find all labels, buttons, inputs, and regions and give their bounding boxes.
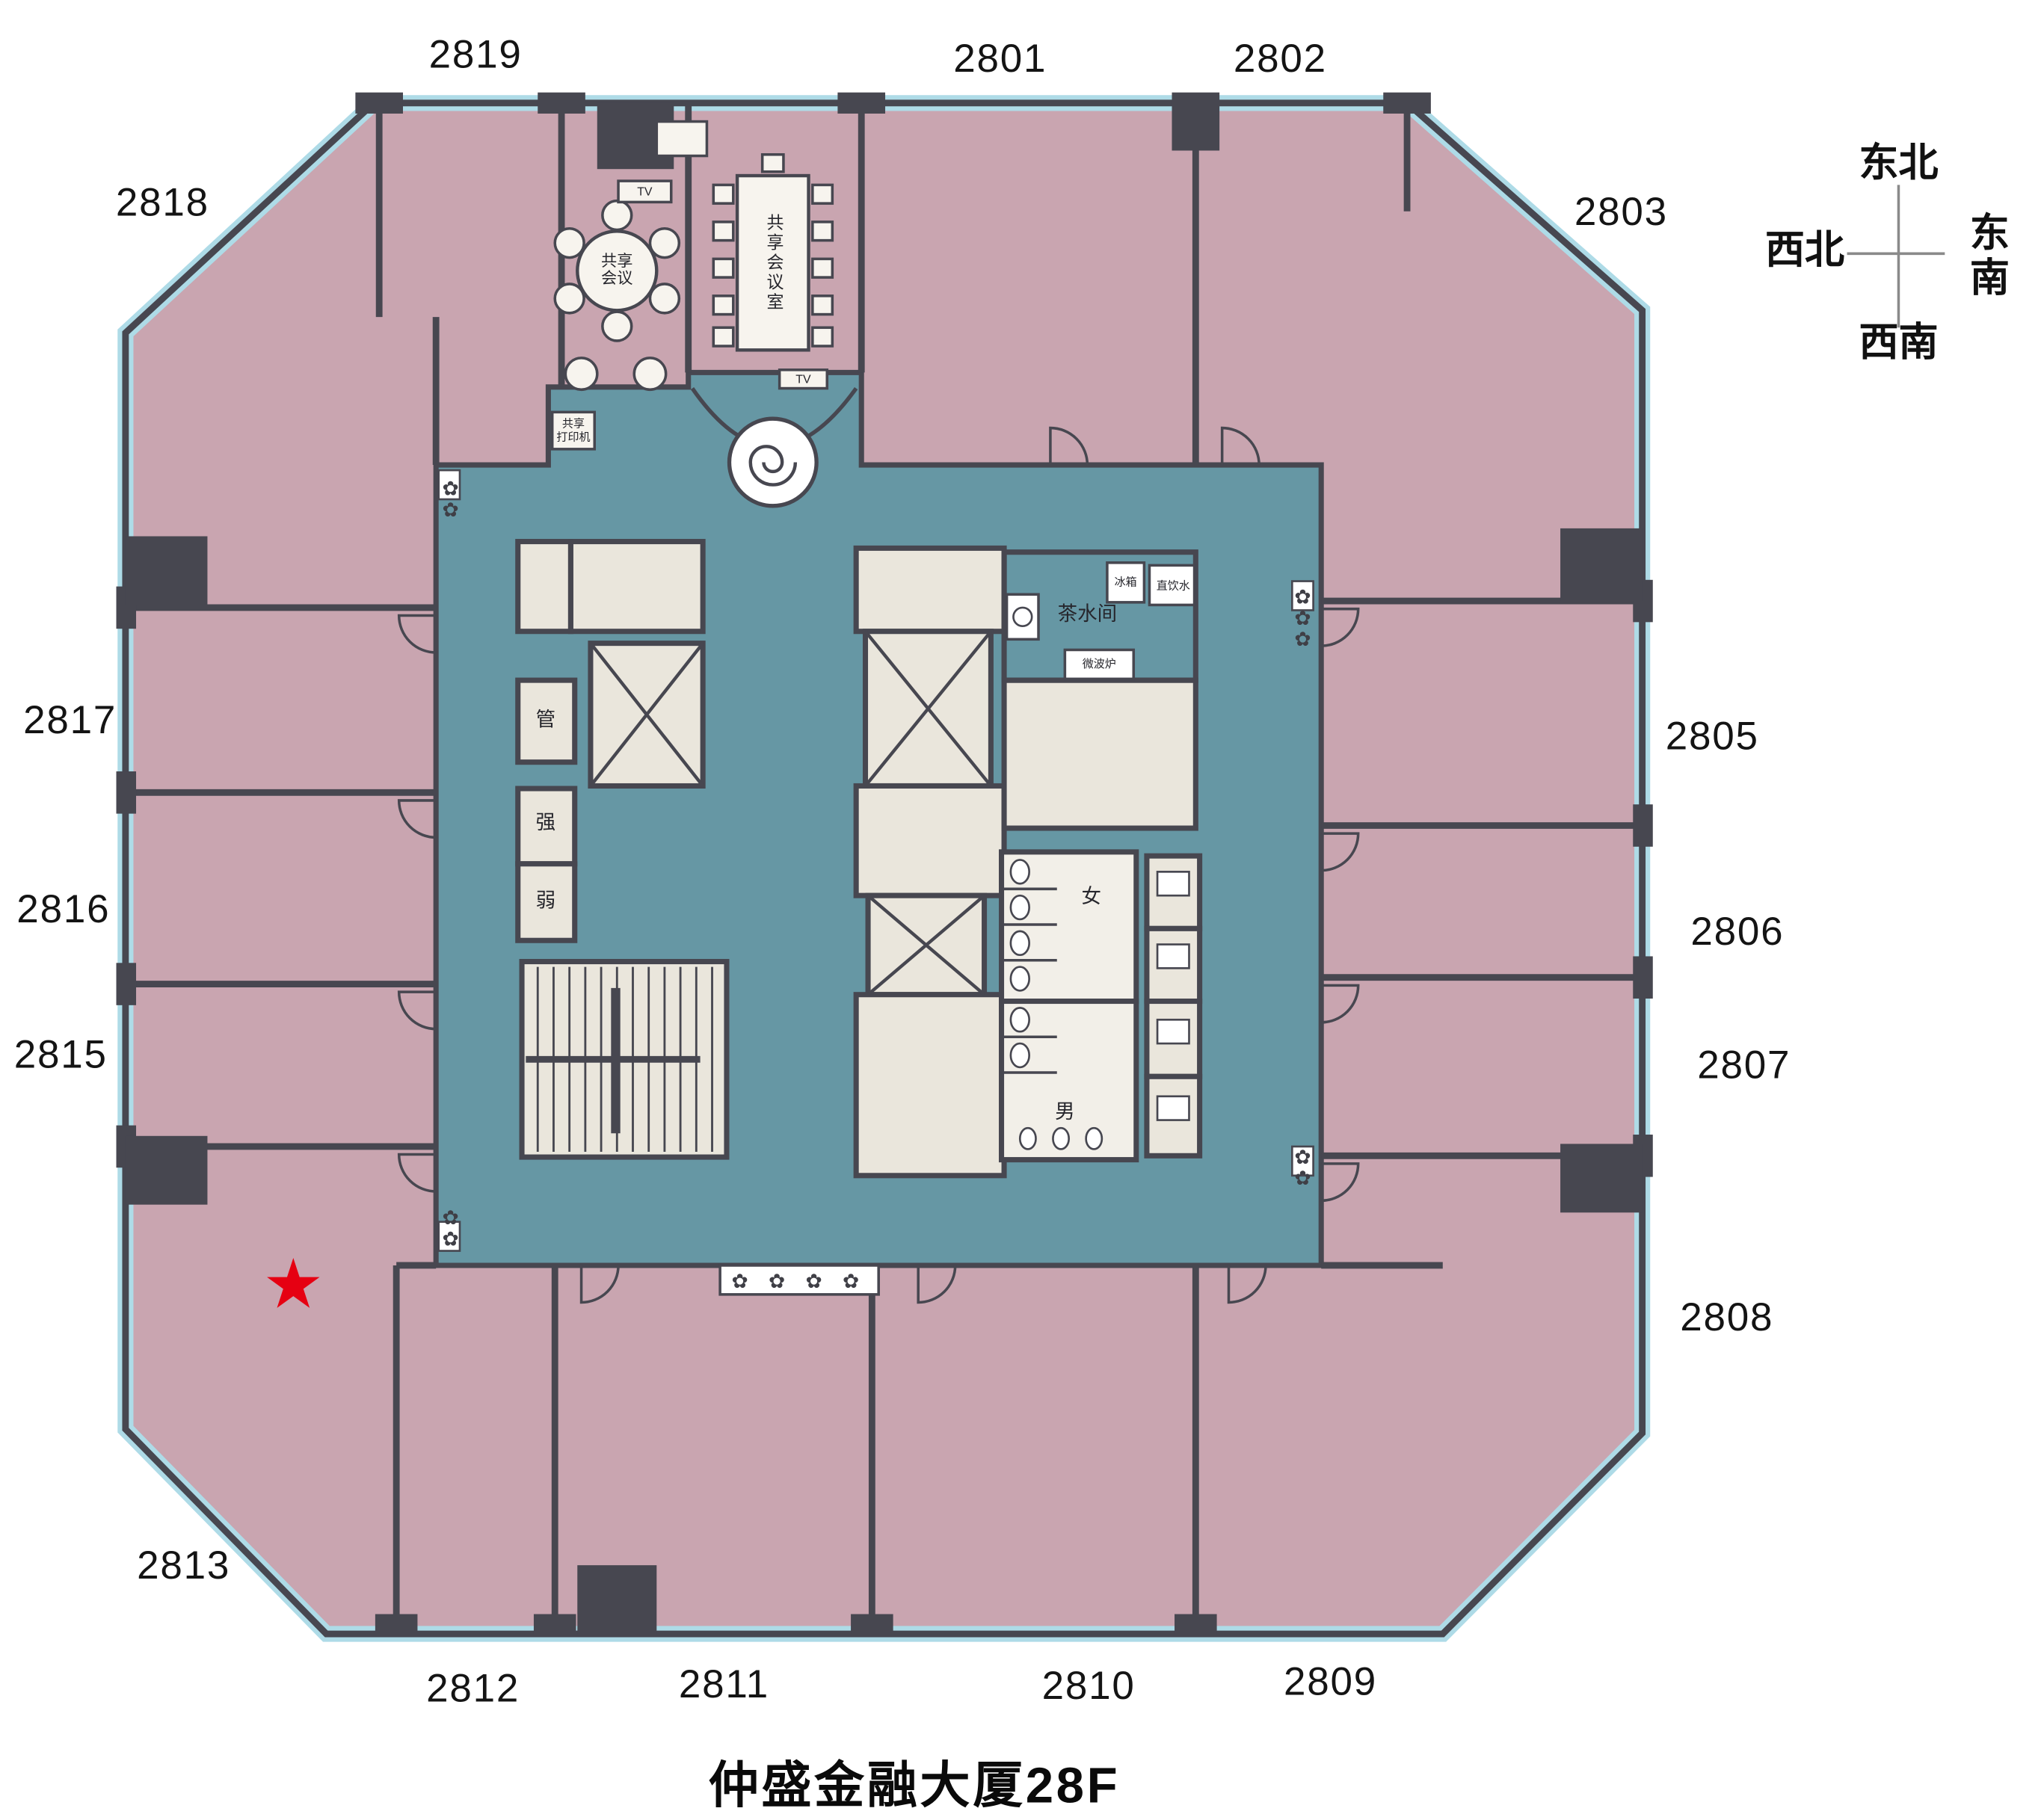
flower-icon: ✿	[1294, 586, 1311, 608]
restrooms	[999, 849, 1190, 1163]
room-label-2811: 2811	[678, 1663, 769, 1707]
room-label-2815: 2815	[13, 1033, 108, 1077]
entrance-feature	[690, 387, 858, 508]
room-label-2817: 2817	[23, 699, 117, 743]
duct-shaft-label: 管	[535, 709, 556, 732]
tv-cabinet-1	[617, 179, 673, 204]
conference-chairs	[712, 152, 834, 348]
fridge-label: 冰箱	[1114, 575, 1137, 588]
fridge	[1106, 561, 1146, 604]
room-label-2808: 2808	[1680, 1295, 1774, 1340]
core-left-block	[515, 539, 730, 1160]
spiral-icon	[748, 445, 798, 487]
conference-table	[735, 173, 810, 352]
room-label-2812: 2812	[426, 1667, 520, 1711]
sink-counter	[1005, 593, 1040, 641]
spiral-base	[727, 416, 819, 508]
weak-power-shaft	[515, 861, 578, 943]
room-label-2813: 2813	[137, 1544, 231, 1588]
flower-icon: ✿	[443, 478, 459, 500]
elevator-1-cross	[589, 642, 704, 787]
flower-icon: ✿	[732, 1270, 748, 1292]
stall-partitions	[1001, 887, 1057, 1074]
compass-label-southwest: 西南	[1859, 321, 1939, 365]
round-table-chairs	[553, 199, 681, 392]
flower-icon: ✿	[1294, 1146, 1311, 1168]
flower-icon: ✿	[1294, 628, 1311, 650]
flower-icon: ✿	[843, 1270, 859, 1292]
compass-label-southeast: 东南	[1969, 212, 2010, 300]
fire-cabinets	[437, 469, 1314, 1252]
room-label-2802: 2802	[1233, 37, 1327, 81]
shared-printer-label: 共享 打印机	[556, 416, 591, 443]
drinking-water-label: 直饮水	[1156, 579, 1190, 593]
flower-icon: ✿	[1294, 1167, 1311, 1189]
room-label-2816: 2816	[16, 887, 111, 932]
room-label-2810: 2810	[1041, 1665, 1136, 1709]
tv-label-2: TV	[795, 372, 811, 386]
flower-icon: ✿	[1294, 607, 1311, 629]
meeting-area	[550, 120, 834, 451]
elevator-3-cross	[866, 894, 985, 996]
structural-columns	[116, 92, 1653, 1635]
duct-shaft	[515, 677, 578, 765]
flower-icon: ✿	[443, 1206, 459, 1229]
weak-power-label: 弱	[535, 889, 556, 913]
microwave-label: 微波炉	[1082, 656, 1116, 670]
building-outer-wall	[122, 99, 1646, 1638]
room-label-2809: 2809	[1284, 1660, 1378, 1705]
star-marker: ★	[262, 1247, 324, 1324]
sink	[1012, 606, 1033, 627]
shared-meeting-label: 共享 会议	[601, 251, 633, 289]
room-label-2805: 2805	[1665, 715, 1759, 759]
pantry-area	[1001, 549, 1198, 683]
flower-decor: ✿ ✿ ✿ ✿ ✿ ✿ ✿ ✿ ✿ ✿ ✿ ✿ ✿	[443, 478, 1311, 1292]
pantry-label: 茶水间	[1057, 602, 1118, 626]
water-dispenser	[1148, 564, 1196, 607]
tv-cabinet-2	[778, 368, 829, 390]
flower-icon: ✿	[769, 1270, 785, 1292]
room-label-2803: 2803	[1574, 190, 1668, 235]
room-label-2807: 2807	[1697, 1043, 1791, 1088]
service-fixtures	[1156, 871, 1190, 1121]
mens-room-label: 男	[1055, 1101, 1075, 1124]
shared-meeting-room-label: 共享会议室	[763, 213, 784, 312]
printer-cabinet	[550, 410, 597, 451]
tea-cabinet	[655, 120, 709, 158]
flower-icon: ✿	[443, 499, 459, 521]
entry-mat	[718, 1264, 880, 1296]
page-title: 仲盛金融大厦28F	[708, 1759, 1121, 1815]
strong-power-shaft	[515, 786, 578, 867]
room-label-2801: 2801	[953, 37, 1047, 81]
room-label-2819: 2819	[428, 33, 523, 77]
room-label-2806: 2806	[1690, 910, 1785, 954]
microwave-shelf	[1063, 648, 1136, 681]
compass-label-northwest: 西北	[1764, 229, 1845, 273]
doors	[397, 426, 1360, 1304]
toilet-fixtures	[1009, 859, 1103, 1150]
strong-power-label: 强	[535, 812, 556, 835]
flower-icon: ✿	[805, 1270, 822, 1292]
compass-label-northeast: 东北	[1859, 141, 1939, 185]
elevator-2-cross	[864, 630, 993, 787]
tv-label-1: TV	[637, 185, 653, 199]
womens-room-label: 女	[1081, 886, 1101, 909]
room-label-2818: 2818	[115, 181, 209, 225]
compass-axes	[1847, 185, 1945, 328]
flower-icon: ✿	[443, 1227, 459, 1250]
